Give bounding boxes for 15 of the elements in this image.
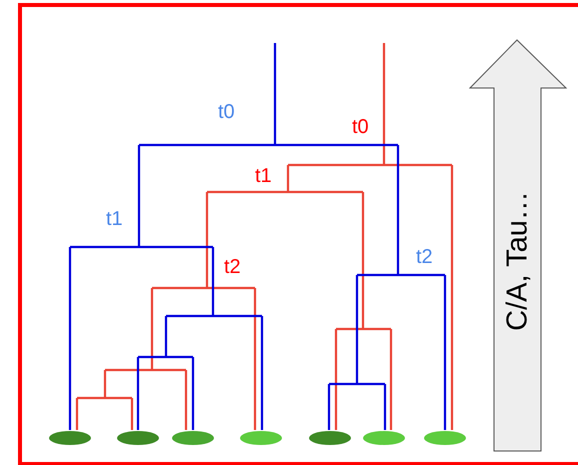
leaf-ellipse xyxy=(172,431,214,445)
time-label: t0 xyxy=(352,117,369,137)
time-label: t2 xyxy=(224,257,241,277)
leaf-ellipse xyxy=(49,431,91,445)
leaf-ellipse xyxy=(309,431,351,445)
arrow-label: C/A, Tau… xyxy=(502,191,534,331)
leaf-ellipse xyxy=(363,431,405,445)
time-label: t1 xyxy=(106,209,123,229)
time-label: t1 xyxy=(255,166,272,186)
leaf-ellipse xyxy=(424,431,466,445)
leaf-ellipse xyxy=(240,431,282,445)
leaf-ellipse xyxy=(117,431,159,445)
time-label: t0 xyxy=(218,102,235,122)
up-arrow xyxy=(469,39,568,452)
time-label: t2 xyxy=(416,247,433,267)
